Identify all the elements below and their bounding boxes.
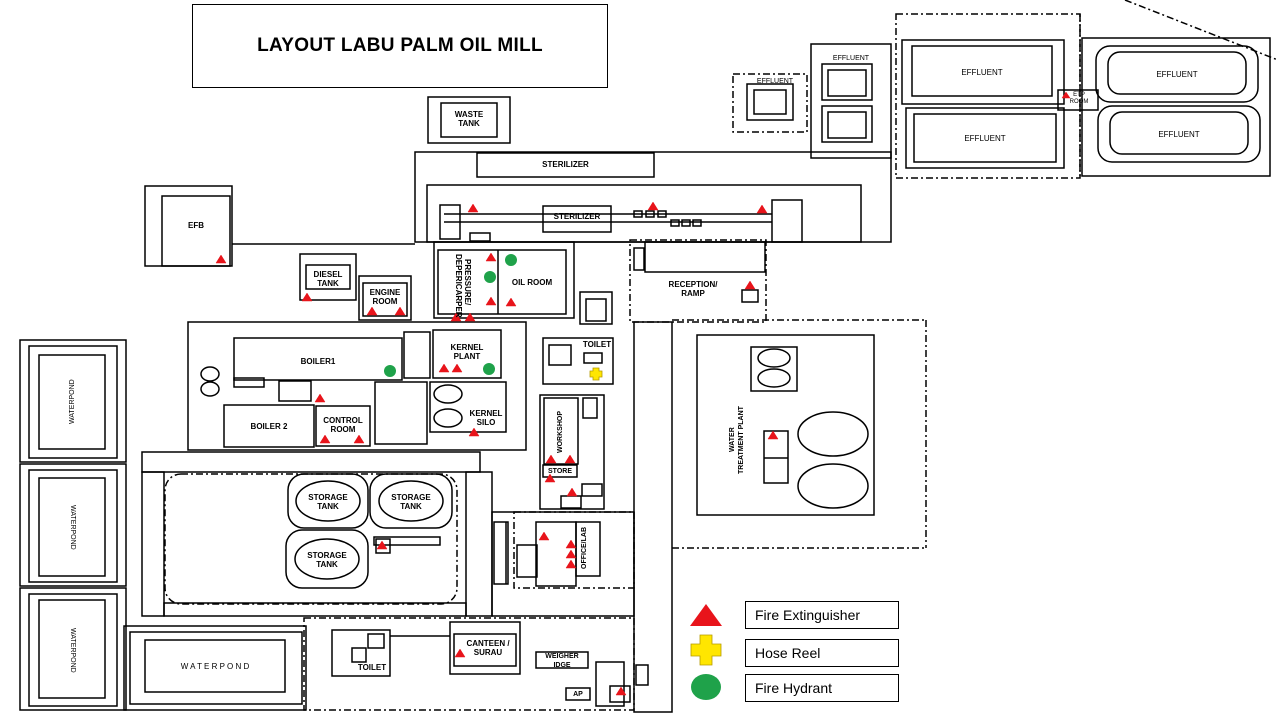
fire-extinguisher-marker [505,297,517,307]
workshop-label: WORKSHOP [557,411,564,453]
engine-room-label: ENGINE ROOM [369,288,401,306]
fire-extinguisher-marker [468,427,480,437]
control-room-label: CONTROL ROOM [323,416,363,434]
canteen-surau-label: CANTEEN / SURAU [466,639,510,657]
hose-reel-marker [589,367,603,381]
fire-extinguisher-marker [566,487,578,497]
fire-extinguisher-marker [319,434,331,444]
fire-extinguisher-marker [467,203,479,213]
fire-extinguisher-marker [565,559,577,569]
waterpond-2-label: WATERPOND [69,504,76,550]
fire-extinguisher-marker [451,363,463,373]
effluent-d-label: EFFLUENT [1158,130,1200,139]
diesel-tank-label: DIESEL TANK [313,270,343,288]
effluent-c-label: EFFLUENT [1156,70,1198,79]
etp-room-label: ETP ROOM [1069,92,1089,105]
hose-reel-legend-icon [690,634,722,666]
efb-label: EFB [188,221,204,230]
legend-fire-hydrant: Fire Hydrant [745,674,899,702]
store-label: STORE [548,468,572,475]
fire-hydrant-marker [505,254,517,266]
fire-extinguisher-marker [485,252,497,262]
ap-label: AP [573,691,583,698]
fire-extinguisher-marker [394,306,406,316]
waterpond-3-label: WATERPOND [69,627,76,673]
fire-extinguisher-marker [544,473,556,483]
fire-extinguisher-marker [353,434,365,444]
storage-tank-2-label: STORAGE TANK [391,493,431,511]
toilet-bottom-label: TOILET [357,663,387,672]
fire-extinguisher-marker [647,201,659,211]
office-lab-label: OFFICE/LAB [581,527,588,569]
fire-extinguisher-marker [545,454,557,464]
storage-tank-3-label: STORAGE TANK [307,551,347,569]
fire-extinguisher-marker [314,393,326,403]
legend-fire-extinguisher: Fire Extinguisher [745,601,899,629]
reception-ramp-label: RECEPTION/ RAMP [668,280,718,298]
fire-hydrant-legend-icon [691,674,721,700]
fire-hydrant-marker [484,271,496,283]
fire-hydrant-marker [483,363,495,375]
fire-extinguisher-marker [215,254,227,264]
fire-hydrant-marker [384,365,396,377]
sterilizer-main-label: STERILIZER [553,212,601,221]
page-title: LAYOUT LABU PALM OIL MILL [192,4,608,88]
fire-extinguisher-marker [438,363,450,373]
effluent-a-label: EFFLUENT [961,68,1003,77]
waste-tank-label: WASTE TANK [454,110,484,128]
pressure-depericarper-label: PRESSURE/ DEPERICARPER [454,254,472,318]
effluent-b-label: EFFLUENT [964,134,1006,143]
fire-extinguisher-marker [756,204,768,214]
waterpond-1-label: WATERPOND [69,379,76,425]
fire-extinguisher-marker [564,454,576,464]
fire-extinguisher-marker [485,296,497,306]
fire-extinguisher-marker [376,540,388,550]
fire-extinguisher-marker [538,531,550,541]
fire-extinguisher-marker [450,312,462,322]
legend-hose-reel: Hose Reel [745,639,899,667]
fire-extinguisher-marker [464,312,476,322]
fire-extinguisher-marker [1061,91,1071,99]
fire-extinguisher-marker [615,686,627,696]
kernel-plant-label: KERNEL PLANT [450,343,484,361]
fire-extinguisher-marker [767,430,779,440]
waterpond-bottom-label: W A T E R P O N D [180,662,250,671]
fire-extinguisher-marker [744,280,756,290]
fire-extinguisher-marker [454,648,466,658]
effluent-small-1-label: EFFLUENT [756,78,794,85]
fire-extinguisher-marker [565,549,577,559]
kernel-silo-label: KERNEL SILO [469,409,503,427]
boiler1-label: BOILER1 [300,357,336,366]
water-treatment-label: WATER TREATMENT PLANT [729,406,745,474]
toilet-mid-label: TOILET [582,340,612,349]
effluent-small-2-label: EFFLUENT [832,55,870,62]
fire-extinguisher-marker [301,292,313,302]
fire-extinguisher-marker [366,306,378,316]
storage-tank-1-label: STORAGE TANK [308,493,348,511]
boiler2-label: BOILER 2 [250,422,288,431]
oil-room-label: OIL ROOM [511,278,553,287]
weighbridge-label: WEIGHER IDGE [545,653,579,669]
sterilizer-top-label: STERILIZER [542,160,589,169]
fire-extinguisher-legend-icon [690,604,722,626]
fire-extinguisher-marker [565,539,577,549]
